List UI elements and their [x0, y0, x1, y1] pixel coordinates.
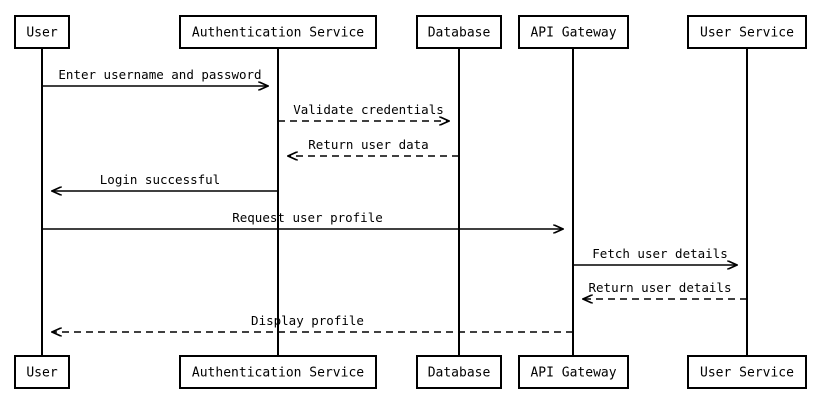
participant-box — [687, 15, 807, 49]
message-2[interactable]: Validate credentials — [278, 102, 449, 121]
participant-service-bottom[interactable]: User Service — [687, 355, 807, 389]
participant-box — [416, 355, 502, 389]
participant-label: Database — [428, 366, 491, 381]
participant-label: User — [26, 366, 57, 381]
lifelines-layer — [41, 48, 748, 356]
participant-label: User Service — [700, 366, 794, 381]
message-label: Return user details — [589, 280, 732, 295]
message-1[interactable]: Enter username and password — [42, 67, 268, 86]
participant-boxes-top: User Authentication Service Database API Ga… — [14, 15, 807, 49]
participant-box — [518, 355, 629, 389]
participant-label: Authentication Service — [192, 366, 364, 381]
participant-service-top[interactable]: User Service — [687, 15, 807, 49]
participant-label: Authentication Service — [192, 26, 364, 41]
message-label: Request user profile — [232, 210, 383, 225]
participant-auth-bottom[interactable]: Authentication Service — [179, 355, 377, 389]
participant-auth-top[interactable]: Authentication Service — [179, 15, 377, 49]
participant-box — [179, 355, 377, 389]
message-3[interactable]: Return user data — [288, 137, 459, 156]
participant-database-bottom[interactable]: Database — [416, 355, 502, 389]
message-label: Return user data — [308, 137, 428, 152]
participant-user-bottom[interactable]: User — [14, 355, 70, 389]
message-label: Fetch user details — [592, 246, 727, 261]
participant-label: API Gateway — [530, 26, 616, 41]
participant-label: User — [26, 26, 57, 41]
participant-database-top[interactable]: Database — [416, 15, 502, 49]
participant-box — [687, 355, 807, 389]
participant-user-top[interactable]: User — [14, 15, 70, 49]
participant-gateway-top[interactable]: API Gateway — [518, 15, 629, 49]
participant-label: API Gateway — [530, 366, 616, 381]
participant-box — [14, 355, 70, 389]
message-6[interactable]: Fetch user details — [573, 246, 737, 265]
participant-box — [416, 15, 502, 49]
message-label: Enter username and password — [58, 67, 261, 82]
participant-boxes-bottom: User Authentication Service Database API Ga… — [14, 355, 807, 389]
message-4[interactable]: Login successful — [52, 172, 278, 191]
participant-box — [518, 15, 629, 49]
participant-gateway-bottom[interactable]: API Gateway — [518, 355, 629, 389]
message-7[interactable]: Return user details — [583, 280, 747, 299]
participant-box — [179, 15, 377, 49]
message-label: Display profile — [251, 313, 364, 328]
participant-label: User Service — [700, 26, 794, 41]
participant-box — [14, 15, 70, 49]
message-5[interactable]: Request user profile — [42, 210, 563, 229]
participant-label: Database — [428, 26, 491, 41]
message-8[interactable]: Display profile — [52, 313, 573, 332]
message-label: Validate credentials — [293, 102, 444, 117]
message-label: Login successful — [100, 172, 220, 187]
